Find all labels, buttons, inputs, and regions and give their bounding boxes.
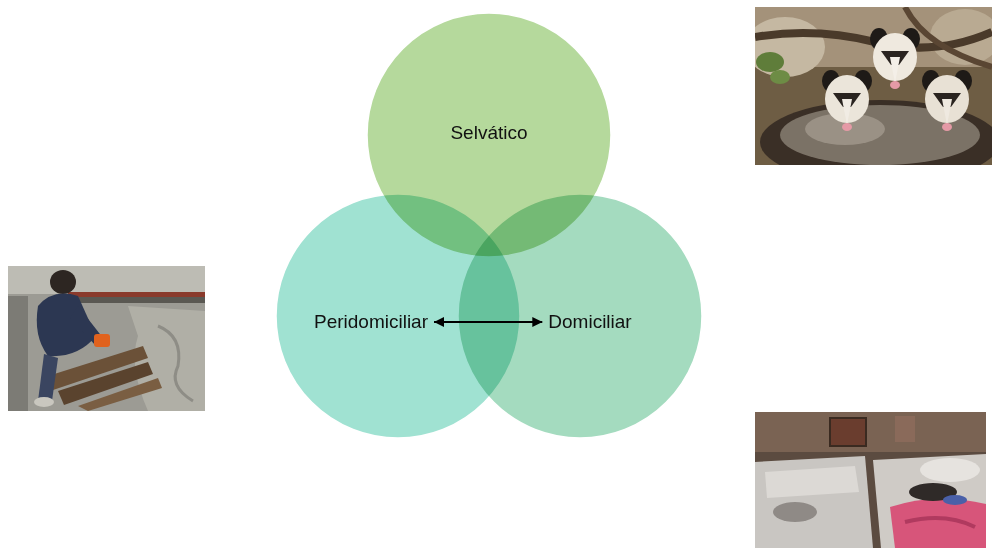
photo-ground [68, 292, 205, 297]
bed [755, 456, 873, 548]
photo-ground [755, 412, 986, 548]
photo-ground [8, 296, 28, 411]
photo-ground [8, 266, 205, 294]
node-label: Selvático [450, 122, 527, 145]
node-label: Domiciliar [548, 311, 631, 334]
opossum-baby [942, 99, 952, 125]
photo-ground [895, 416, 915, 442]
photo-ground [756, 52, 784, 72]
opossum-baby [842, 99, 852, 125]
bedroom-photo [755, 412, 986, 548]
bed [873, 454, 986, 548]
opossum-baby [890, 81, 900, 89]
bed [755, 456, 873, 548]
opossum-baby [822, 70, 872, 131]
bed [905, 518, 975, 527]
photo-ground [158, 326, 193, 401]
bed [873, 454, 986, 548]
opossum-baby [870, 28, 920, 89]
circle-fill [458, 194, 702, 438]
opossum-baby [922, 70, 972, 131]
bed [773, 502, 817, 522]
photo-ground [755, 412, 986, 452]
person [50, 270, 76, 294]
opossum-baby [942, 123, 952, 131]
photo-ground [755, 412, 986, 548]
photo-ground [755, 17, 825, 77]
venn-circle: Domiciliar [457, 193, 703, 439]
node-label: Peridomiciliar [314, 311, 428, 334]
bed [943, 495, 967, 505]
photo-ground [755, 7, 992, 165]
bed [890, 499, 986, 548]
photo-ground [8, 266, 205, 411]
peridomicile-photo [8, 266, 205, 411]
person [94, 334, 110, 347]
photo-ground [770, 70, 790, 84]
wood-planks [48, 346, 162, 411]
person [38, 354, 58, 401]
person [34, 270, 110, 407]
opossum-baby [842, 123, 852, 131]
photo-ground [830, 418, 866, 446]
photo-ground [68, 297, 205, 303]
bed [765, 466, 859, 498]
photo-ground [8, 266, 205, 411]
opossum-photo [755, 7, 992, 165]
opossum-baby [890, 57, 900, 83]
bed [920, 458, 980, 482]
person [34, 397, 54, 407]
wood-planks [78, 378, 162, 411]
